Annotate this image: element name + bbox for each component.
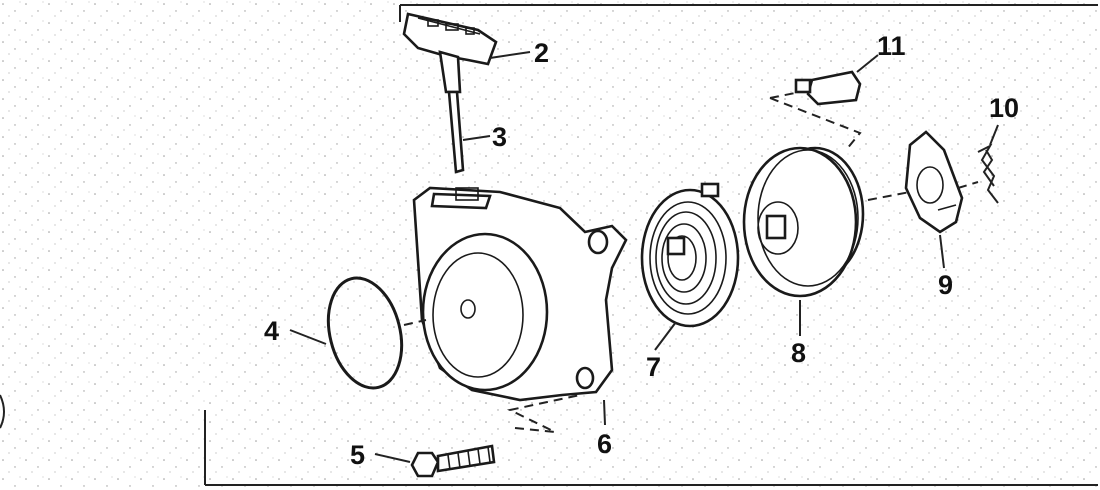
- pull-handle: [402, 12, 498, 94]
- pawl: [794, 70, 862, 106]
- callout-8: 8: [791, 338, 806, 368]
- callout-6: 6: [597, 429, 612, 459]
- starter-rope: [447, 90, 465, 174]
- callout-4: 4: [264, 316, 279, 346]
- callout-11: 11: [877, 31, 906, 61]
- gasket-ring: [326, 276, 404, 390]
- callout-5: 5: [350, 440, 365, 470]
- callout-3: 3: [492, 122, 507, 152]
- mounting-bolt: [410, 444, 496, 478]
- rope-pulley: [742, 146, 865, 298]
- recoil-spring-cassette: [640, 182, 740, 328]
- starter-housing: [412, 186, 628, 402]
- callout-2: 2: [534, 38, 549, 68]
- callout-7: 7: [646, 352, 661, 382]
- callout-9: 9: [938, 270, 953, 300]
- frame-lines: [0, 4, 1098, 486]
- callout-10: 10: [989, 93, 1019, 123]
- callout-numbers: 2 3 4 5 6 7 8 9 10 11: [264, 31, 1019, 470]
- leader-lines: [289, 51, 999, 463]
- assembly-dashes: [403, 91, 979, 433]
- retaining-clip: [977, 143, 999, 204]
- pawl-plate: [904, 130, 964, 234]
